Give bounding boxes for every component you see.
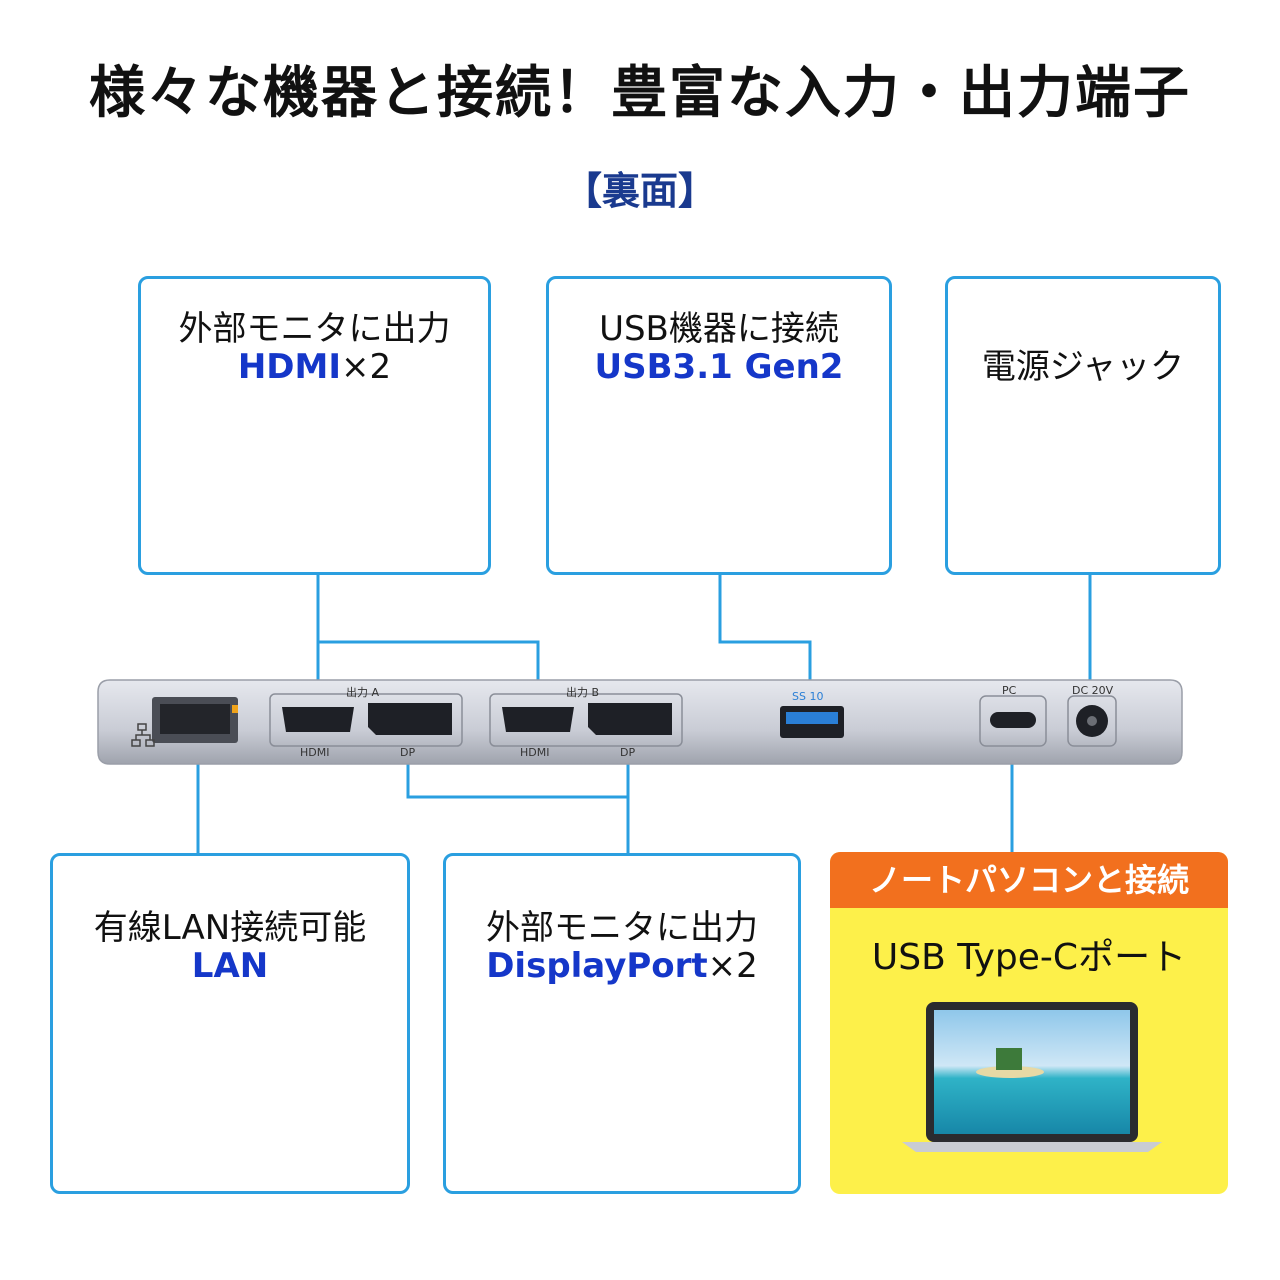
hdmi-box-caption: 外部モニタに出力 — [178, 309, 451, 349]
typec-box-header: ノートパソコンと接続 — [830, 852, 1228, 908]
network-symbol-icon — [131, 723, 155, 747]
power-box: 電源ジャック — [945, 276, 1221, 575]
usb-c-port — [990, 712, 1036, 728]
hdmi-box-spec: HDMI×2 — [141, 347, 488, 387]
hdmi-port-a — [282, 707, 354, 732]
hdmi-a-label: HDMI — [300, 746, 330, 759]
dp-box-spec-count: ×2 — [707, 946, 758, 986]
usb-port-label: SS 10 — [792, 690, 824, 703]
usb-box-caption: USB機器に接続 — [599, 309, 839, 349]
output-b-label: 出力 B — [566, 686, 600, 699]
lan-box-caption: 有線LAN接続可能 — [93, 908, 367, 948]
dp-b-label: DP — [620, 746, 636, 759]
output-a-label: 出力 A — [346, 686, 380, 699]
hdmi-box-spec-main: HDMI — [237, 347, 342, 387]
hdmi-connector-line — [316, 575, 540, 716]
usb-box-spec: USB3.1 Gen2 — [549, 347, 889, 387]
typec-box: ノートパソコンと接続 USB Type-Cポート — [830, 852, 1228, 1194]
page-title: 様々な機器と接続！豊富な入力・出力端子 — [89, 61, 1191, 126]
dock-device — [97, 679, 1183, 765]
lan-box-spec-main: LAN — [191, 946, 269, 986]
usb-box: USB機器に接続 USB3.1 Gen2 — [546, 276, 892, 575]
pc-port-label: PC — [1002, 684, 1017, 697]
typec-box-caption: USB Type-Cポート — [871, 937, 1187, 978]
usb-connector-line — [718, 575, 812, 716]
dp-a-label: DP — [400, 746, 416, 759]
dp-box-spec: DisplayPort×2 — [446, 946, 798, 986]
dp-box-spec-main: DisplayPort — [486, 946, 708, 986]
lan-box: 有線LAN接続可能 LAN — [50, 853, 410, 1194]
hdmi-b-label: HDMI — [520, 746, 550, 759]
dp-connector-line — [406, 745, 630, 799]
hdmi-output-box: 外部モニタに出力 HDMI×2 — [138, 276, 491, 575]
laptop-icon — [902, 1002, 1162, 1152]
page-subtitle: 【裏面】 — [563, 169, 716, 213]
dp-port-a — [368, 703, 452, 735]
displayport-box: 外部モニタに出力 DisplayPort×2 — [443, 853, 801, 1194]
hdmi-box-spec-count: ×2 — [341, 347, 392, 387]
dp-port-b — [588, 703, 672, 735]
dc-port-label: DC 20V — [1072, 684, 1114, 697]
power-box-caption: 電源ジャック — [981, 347, 1185, 387]
hdmi-port-b — [502, 707, 574, 732]
usb-box-spec-main: USB3.1 Gen2 — [594, 347, 844, 387]
dp-box-caption: 外部モニタに出力 — [486, 908, 758, 948]
lan-box-spec: LAN — [53, 946, 407, 986]
